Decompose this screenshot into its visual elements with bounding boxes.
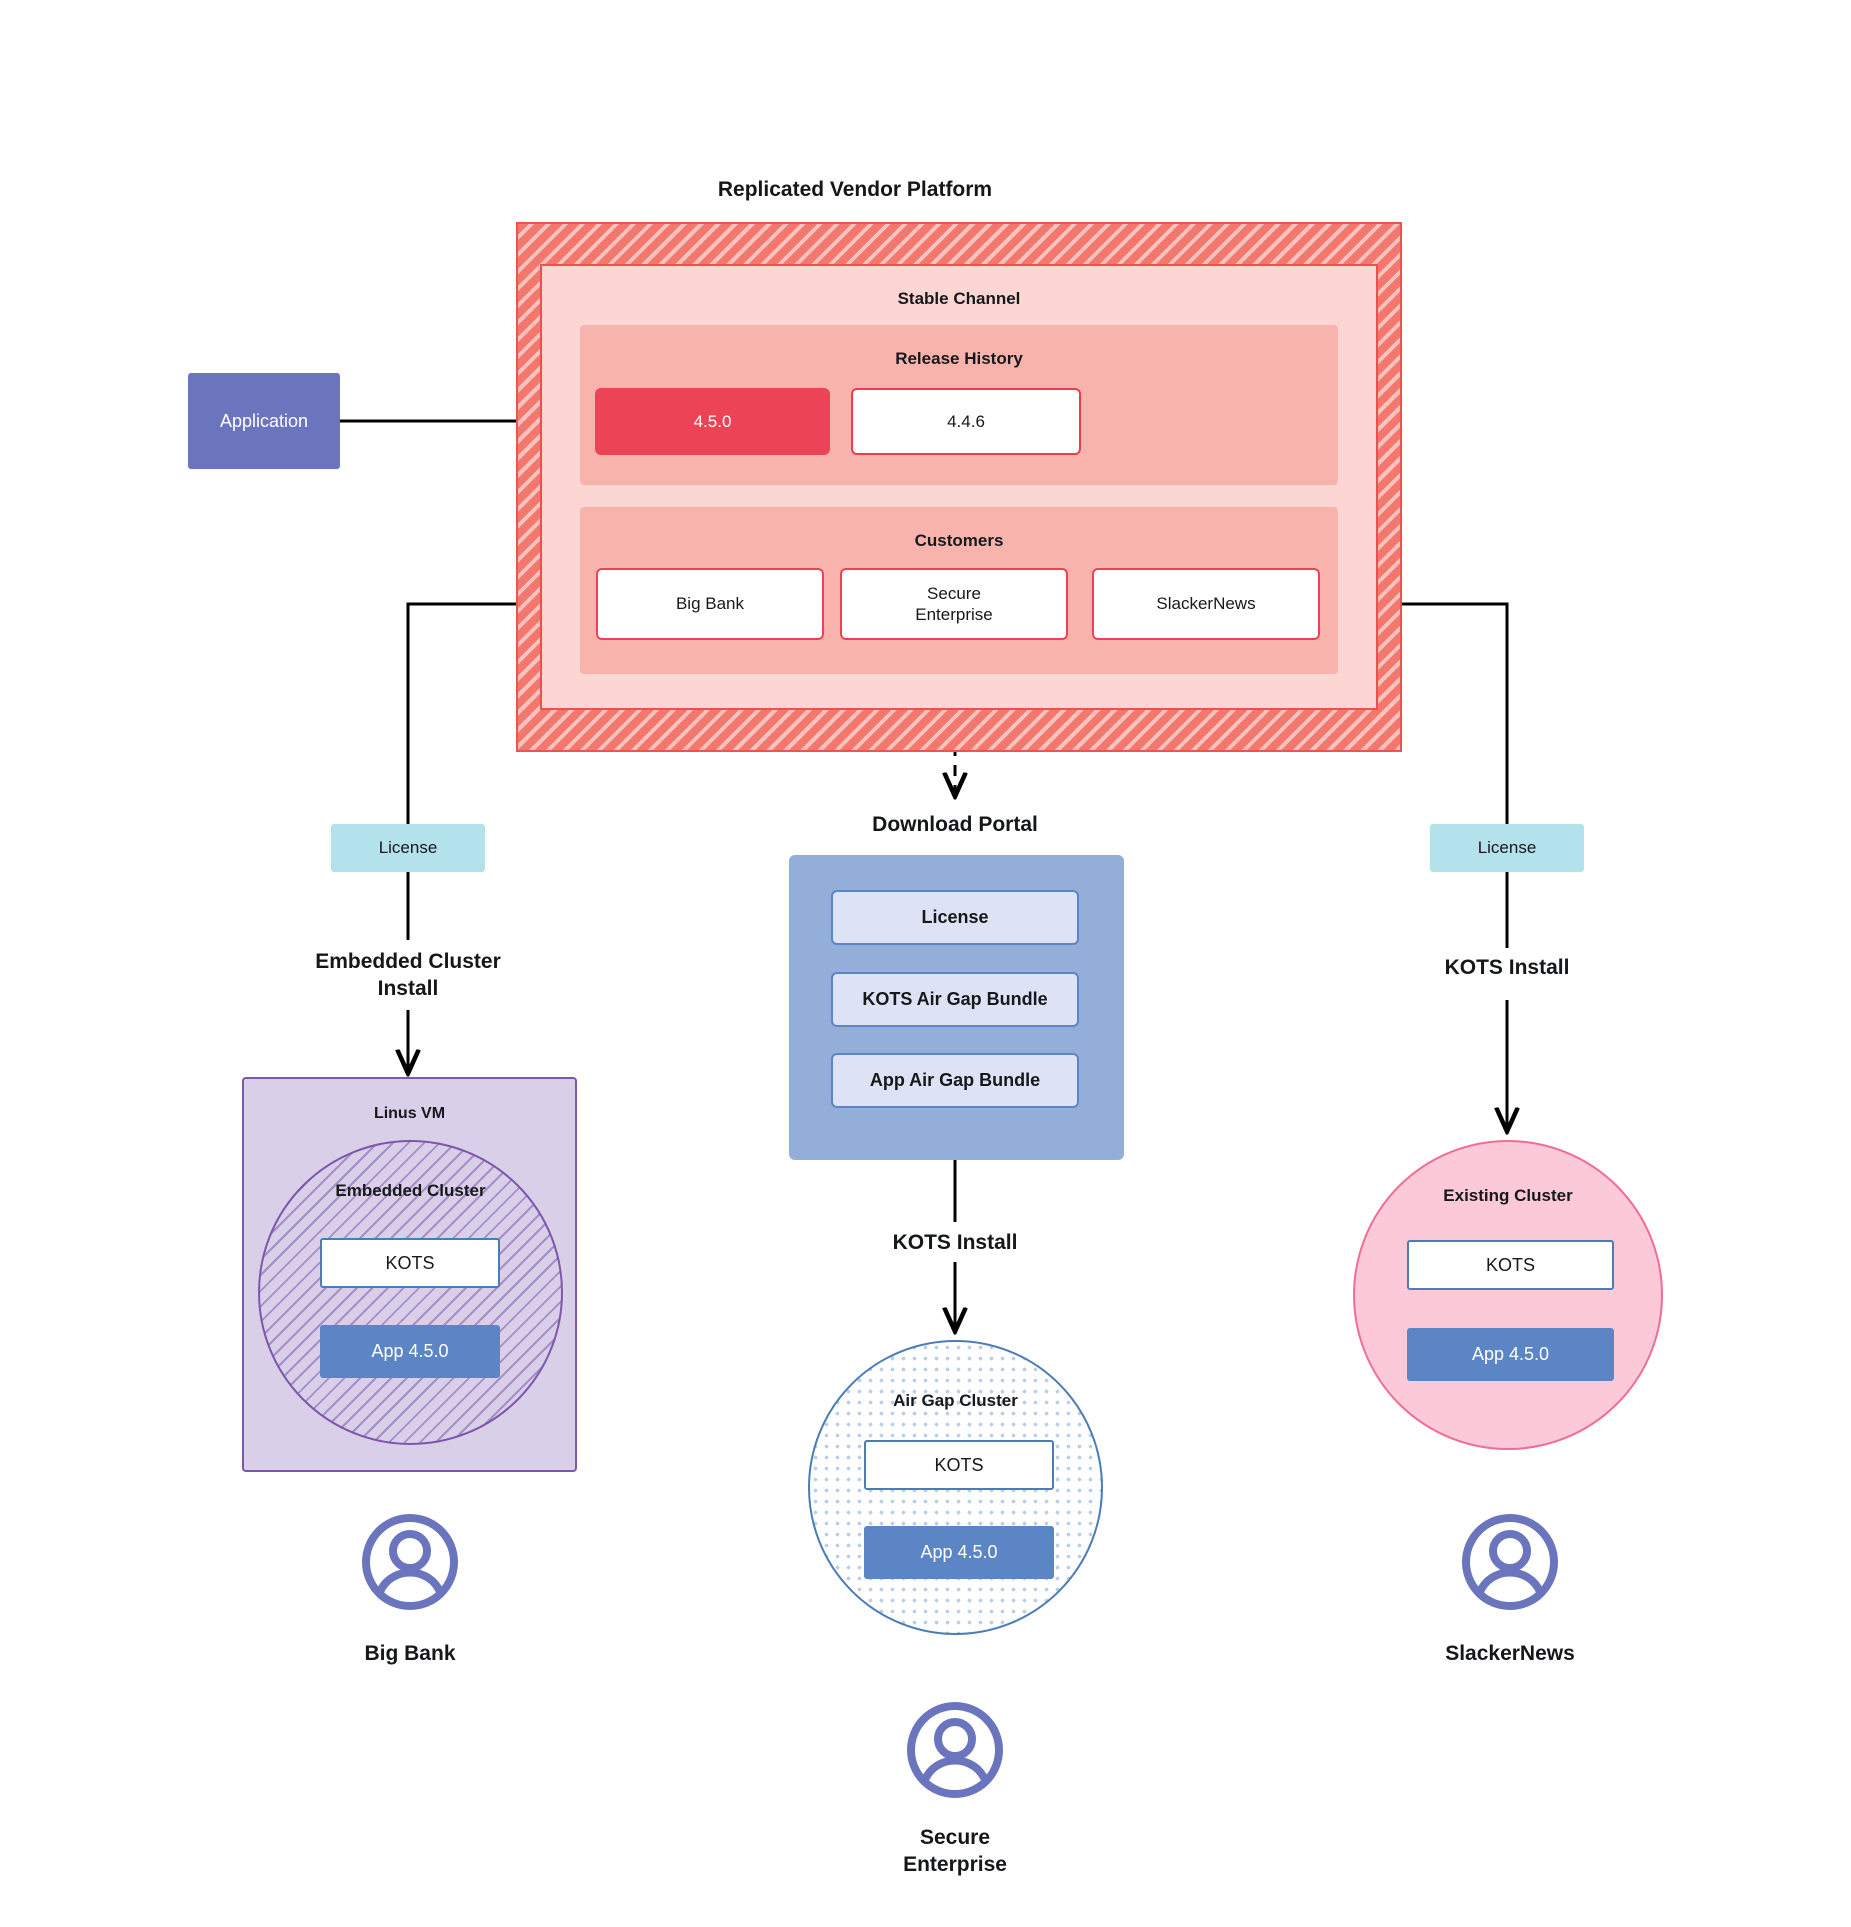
app-version-box-airgap[interactable]: App 4.5.0 [864, 1526, 1054, 1579]
air-gap-cluster-title: Air Gap Cluster [893, 1391, 1018, 1411]
kots-install-label-right: KOTS Install [1444, 955, 1570, 979]
customers-label: Customers [914, 531, 1004, 551]
app-version-box-embedded[interactable]: App 4.5.0 [320, 1325, 500, 1378]
persona-label-slackernews: SlackerNews [1445, 1641, 1575, 1665]
kots-box-airgap[interactable]: KOTS [864, 1440, 1054, 1490]
stable-channel-label: Stable Channel [897, 289, 1021, 309]
persona-label-secure-enterprise: Secure Enterprise [903, 1826, 1007, 1876]
linux-vm-title: Linus VM [373, 1105, 446, 1122]
page-title: Replicated Vendor Platform [717, 177, 993, 201]
application-node[interactable]: Application [188, 373, 340, 469]
user-avatar-icon-slackernews [1460, 1512, 1560, 1612]
kots-install-label-center: KOTS Install [892, 1230, 1018, 1254]
embedded-cluster-title: Embedded Cluster [335, 1181, 486, 1201]
customer-chip-secure-enterprise[interactable]: Secure Enterprise [840, 568, 1068, 640]
portal-item-kots-air-gap-bundle[interactable]: KOTS Air Gap Bundle [831, 972, 1079, 1027]
embedded-cluster-circle [258, 1140, 563, 1445]
customer-chip-slackernews[interactable]: SlackerNews [1092, 568, 1320, 640]
persona-label-big-bank: Big Bank [364, 1641, 456, 1665]
kots-box-embedded[interactable]: KOTS [320, 1238, 500, 1288]
kots-box-existing[interactable]: KOTS [1407, 1240, 1614, 1290]
app-version-box-existing[interactable]: App 4.5.0 [1407, 1328, 1614, 1381]
release-chip-current[interactable]: 4.5.0 [595, 388, 830, 455]
portal-item-app-air-gap-bundle[interactable]: App Air Gap Bundle [831, 1053, 1079, 1108]
user-avatar-icon-secure-enterprise [905, 1700, 1005, 1800]
license-chip-right[interactable]: License [1430, 824, 1584, 872]
existing-cluster-title: Existing Cluster [1443, 1186, 1573, 1206]
license-chip-left[interactable]: License [331, 824, 485, 872]
user-avatar-icon-big-bank [360, 1512, 460, 1612]
download-portal-title: Download Portal [872, 812, 1038, 836]
existing-cluster-circle [1353, 1140, 1663, 1450]
embedded-cluster-install-label: Embedded Cluster Install [315, 950, 501, 1000]
customer-chip-big-bank[interactable]: Big Bank [596, 568, 824, 640]
release-history-label: Release History [895, 349, 1023, 369]
portal-item-license[interactable]: License [831, 890, 1079, 945]
release-chip-past[interactable]: 4.4.6 [851, 388, 1081, 455]
